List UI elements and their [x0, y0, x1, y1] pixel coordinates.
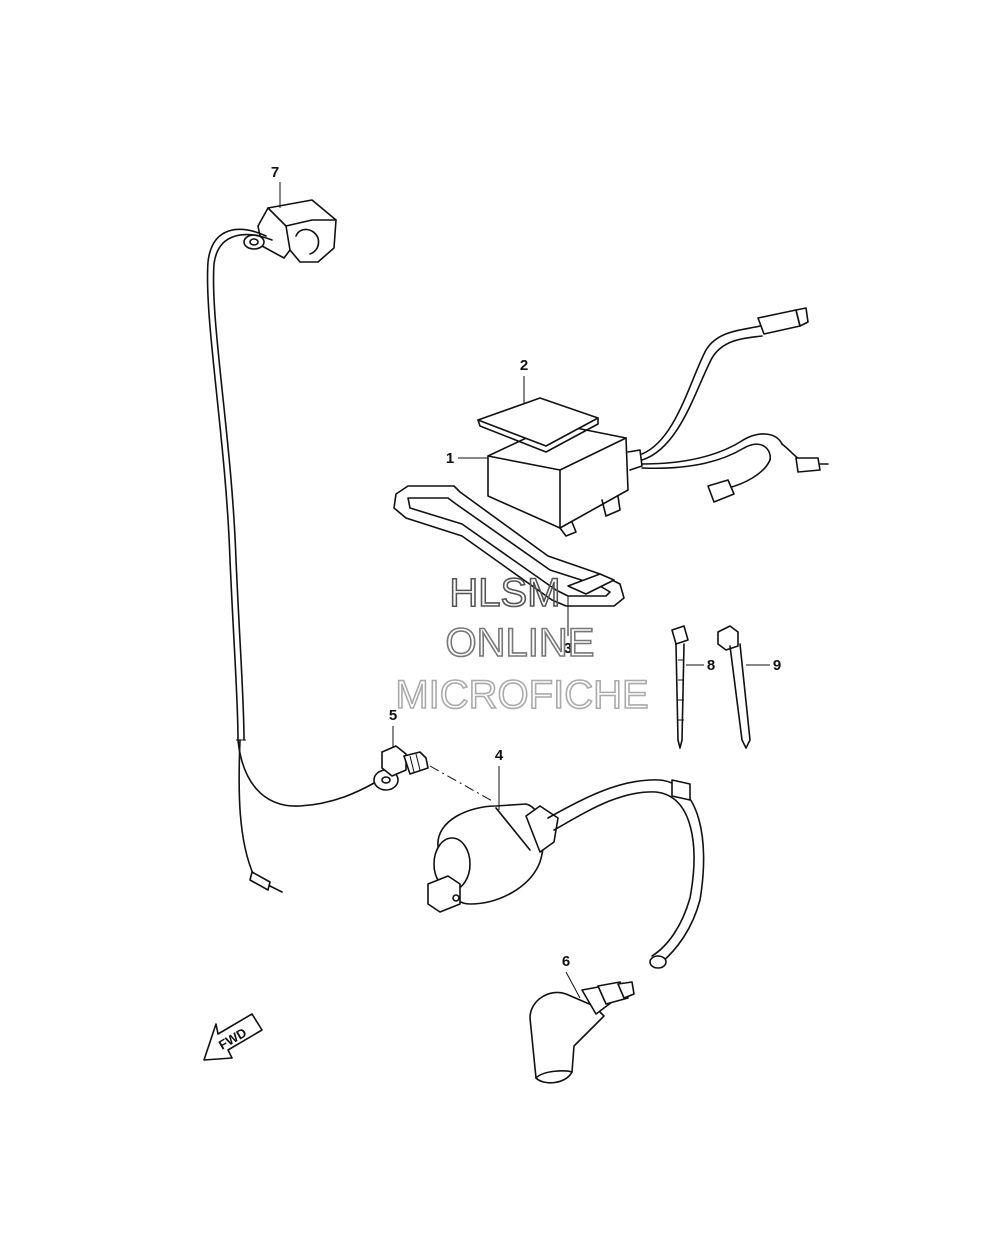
callout-2: 2	[520, 357, 528, 374]
callout-6: 6	[562, 953, 570, 970]
callout-3: 3	[564, 640, 572, 657]
callout-4: 4	[495, 747, 504, 764]
part-4-ignition-coil[interactable]	[427, 779, 705, 969]
part-8-cable-tie[interactable]	[671, 625, 689, 749]
bolt-axis-line	[429, 765, 495, 803]
part-9-clamp[interactable]	[717, 625, 751, 749]
watermark-line-1: HLSM	[449, 571, 560, 615]
part-5-bolt[interactable]	[381, 745, 429, 777]
leader-6	[565, 971, 581, 999]
callout-7: 7	[271, 164, 279, 181]
callout-8: 8	[707, 657, 715, 674]
watermark-line-3: MICROFICHE	[395, 673, 648, 717]
callout-1: 1	[446, 450, 454, 467]
part-6-plug-cap[interactable]	[529, 981, 635, 1084]
watermark-line-2: ONLINE	[446, 621, 595, 665]
fwd-arrow: FWD	[203, 1013, 263, 1061]
part-7-pulser-coil[interactable]	[206, 199, 399, 893]
fwd-arrow-icon	[203, 1013, 263, 1061]
watermark: HLSM ONLINE MICROFICHE	[395, 570, 650, 718]
part-2-cushion-pad[interactable]	[477, 397, 599, 453]
part-1-cdi-unit[interactable]	[487, 307, 829, 537]
callout-5: 5	[389, 707, 397, 724]
callout-9: 9	[773, 657, 781, 674]
part-3-rubber-strap[interactable]	[393, 485, 625, 607]
